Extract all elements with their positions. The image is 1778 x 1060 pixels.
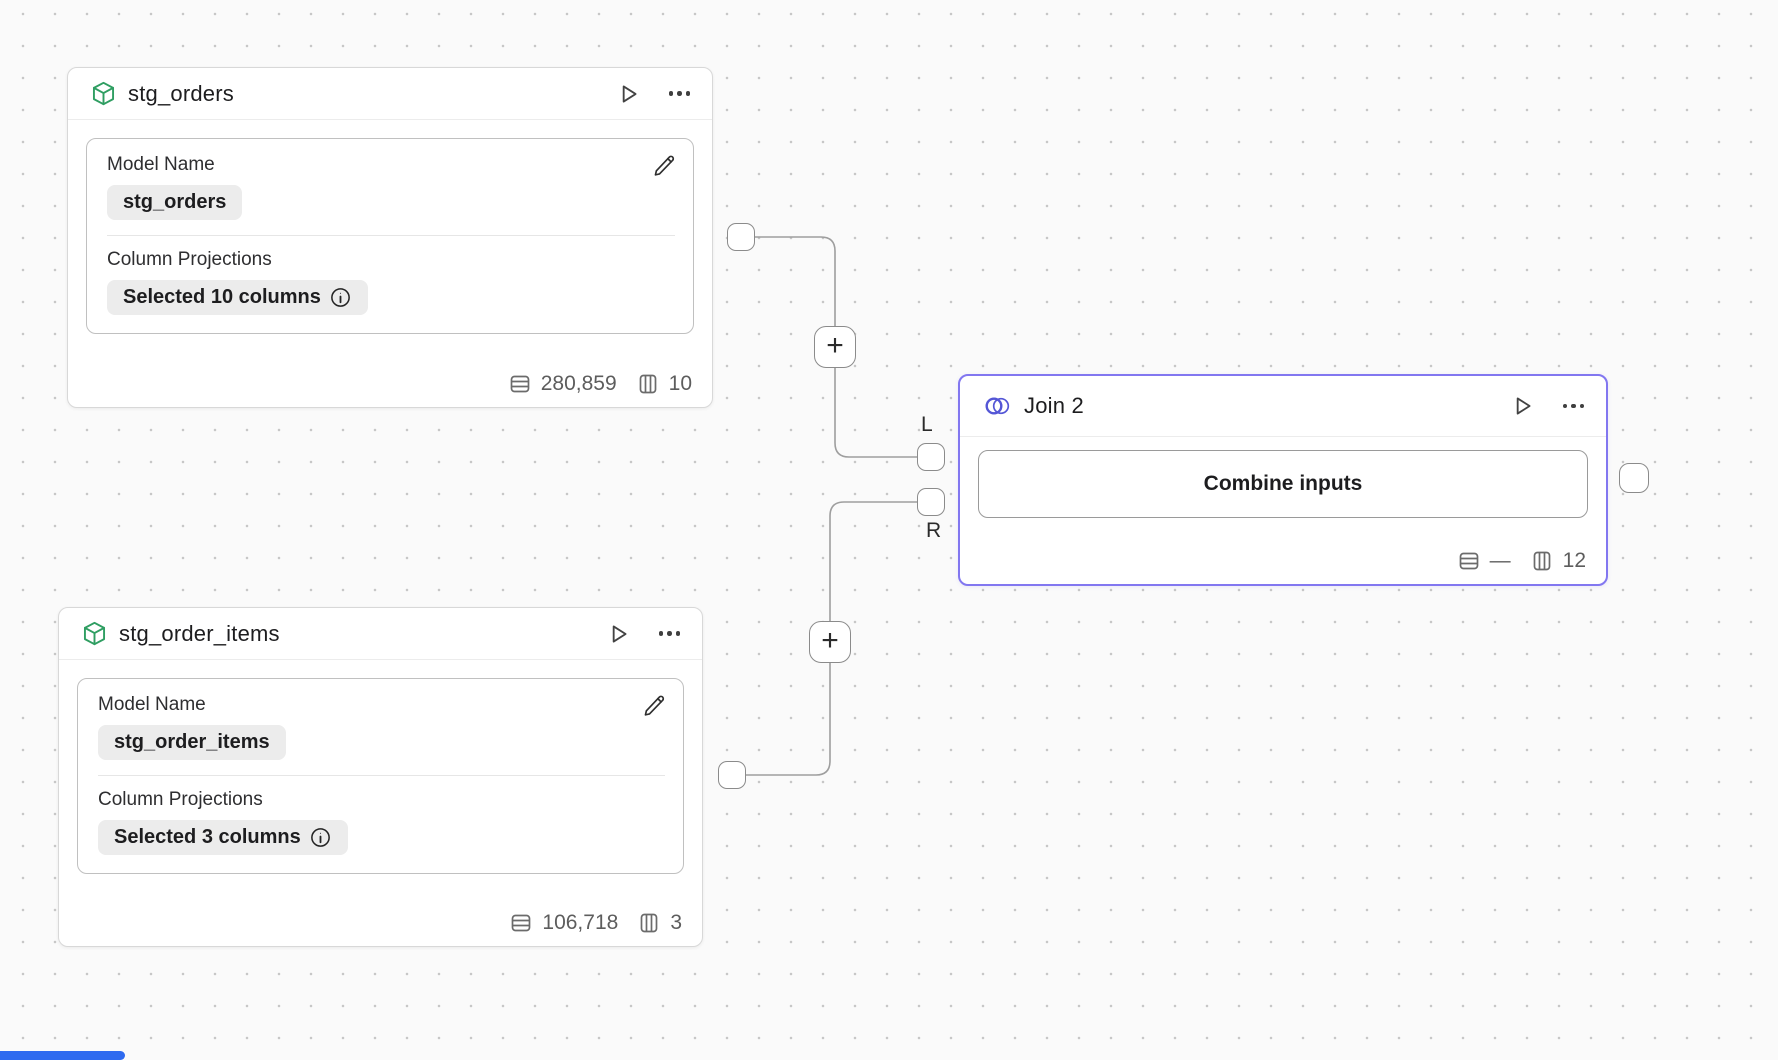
info-icon[interactable] [309, 826, 332, 849]
node-stats-footer: 106,718 3 [59, 911, 702, 935]
node-header: Join 2 [960, 376, 1606, 437]
model-name-label: Model Name [98, 694, 206, 715]
column-count: 3 [670, 911, 682, 934]
column-projections-chip[interactable]: Selected 10 columns [107, 280, 368, 315]
ellipsis-icon[interactable] [657, 625, 683, 642]
play-icon[interactable] [1509, 393, 1535, 419]
output-port-stg-order-items[interactable] [718, 761, 746, 789]
wire-plus-to-right-port [829, 501, 917, 621]
play-icon[interactable] [605, 621, 631, 647]
wire-stg-orders-to-plus [755, 236, 836, 326]
row-count: 280,859 [540, 372, 617, 395]
model-node-stg-order-items[interactable]: stg_order_items Model Name stg_order_ite… [58, 607, 703, 947]
ellipsis-icon[interactable] [667, 85, 693, 102]
play-icon[interactable] [615, 81, 641, 107]
node-title: stg_orders [128, 80, 234, 106]
node-title: stg_order_items [119, 620, 280, 646]
node-config-card: Model Name stg_order_items Column Projec… [77, 678, 684, 874]
ellipsis-icon[interactable] [1561, 398, 1587, 415]
horizontal-scrollbar[interactable] [0, 1051, 125, 1060]
model-name-value: stg_orders [123, 191, 227, 213]
node-title: Join 2 [1024, 393, 1084, 418]
join-output-port[interactable] [1619, 463, 1649, 493]
right-port-label: R [926, 519, 942, 542]
model-node-stg-orders[interactable]: stg_orders Model Name stg_orders Colu [67, 67, 713, 408]
cube-icon [90, 80, 117, 107]
node-stats-footer: 280,859 10 [68, 372, 712, 396]
column-count: 10 [668, 372, 692, 395]
venn-join-icon [982, 394, 1013, 418]
node-config-card: Model Name stg_orders Column Projections… [86, 138, 694, 334]
table-columns-icon [636, 372, 660, 396]
model-name-chip[interactable]: stg_order_items [98, 725, 286, 760]
left-port-label: L [921, 413, 933, 436]
add-step-button-top[interactable]: + [814, 326, 856, 368]
field-divider [107, 235, 675, 236]
pencil-icon[interactable] [642, 693, 667, 718]
combine-inputs-button[interactable]: Combine inputs [978, 450, 1588, 518]
pencil-icon[interactable] [652, 153, 677, 178]
model-name-chip[interactable]: stg_orders [107, 185, 243, 220]
table-columns-icon [637, 911, 661, 935]
join-right-input-port[interactable] [917, 488, 945, 516]
column-projections-chip[interactable]: Selected 3 columns [98, 820, 348, 855]
model-name-label: Model Name [107, 154, 215, 175]
add-step-button-bottom[interactable]: + [809, 621, 851, 663]
column-projections-label: Column Projections [98, 789, 263, 810]
column-projections-label: Column Projections [107, 249, 272, 270]
field-divider [98, 775, 665, 776]
column-count: 12 [1562, 549, 1586, 572]
join-node[interactable]: Join 2 Combine inputs — [958, 374, 1608, 586]
table-columns-icon [1530, 549, 1554, 573]
row-count: 106,718 [542, 911, 619, 934]
node-stats-footer: — 12 [960, 549, 1606, 573]
cube-icon [81, 620, 108, 647]
node-header: stg_order_items [59, 608, 702, 660]
wire-stg-order-items-to-plus [746, 663, 831, 776]
row-count: — [1489, 549, 1511, 572]
join-left-input-port[interactable] [917, 443, 945, 471]
column-projections-value: Selected 3 columns [114, 826, 301, 848]
node-header: stg_orders [68, 68, 712, 120]
table-rows-icon [509, 911, 533, 935]
wire-plus-to-left-port [834, 368, 917, 458]
info-icon[interactable] [329, 286, 352, 309]
table-rows-icon [1457, 549, 1481, 573]
output-port-stg-orders[interactable] [727, 223, 755, 251]
column-projections-value: Selected 10 columns [123, 286, 321, 308]
model-name-value: stg_order_items [114, 731, 270, 753]
table-rows-icon [508, 372, 532, 396]
